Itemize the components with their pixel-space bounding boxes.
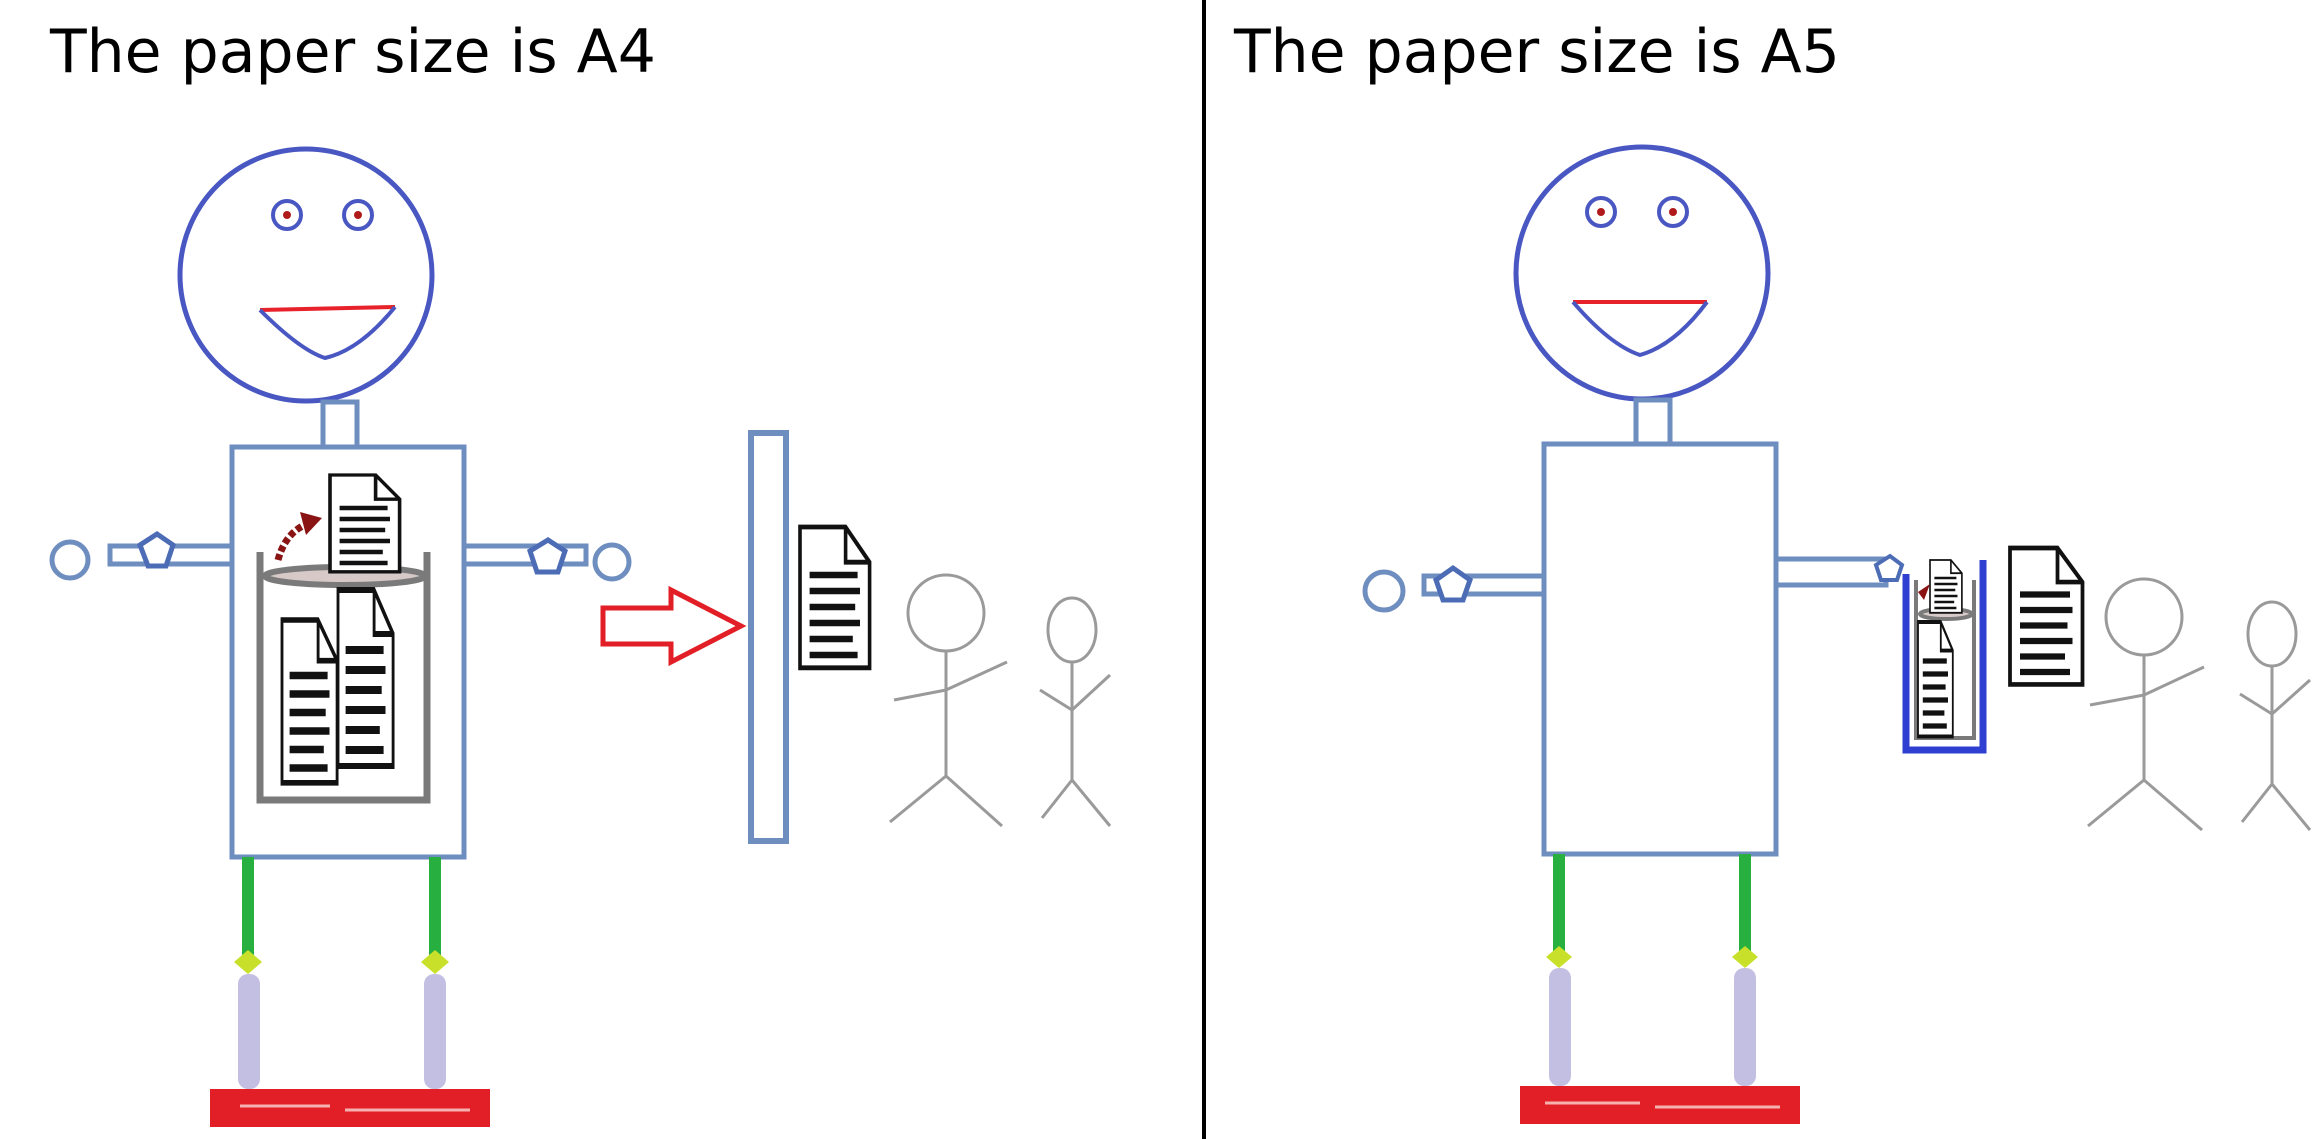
lower-leg — [424, 974, 446, 1089]
internal-paper-tray — [256, 475, 431, 804]
knee-joint — [1732, 946, 1758, 968]
upper-leg — [242, 857, 254, 957]
upper-leg — [1739, 854, 1751, 954]
upper-leg — [429, 857, 441, 957]
eye-icon — [1585, 196, 1617, 228]
person-icon — [2239, 600, 2312, 831]
eye-icon — [342, 199, 374, 231]
document-icon — [800, 527, 870, 668]
document-icon — [338, 590, 393, 766]
panel-a4: The paper size is A4 — [49, 17, 1112, 1127]
document-icon — [282, 620, 337, 783]
panel-a5: The paper size is A5 — [1233, 17, 2312, 1124]
mouth-smile — [1571, 300, 1709, 358]
right-arm — [1773, 553, 1905, 588]
handheld-paper-tray — [1902, 558, 1987, 754]
lower-leg — [1734, 968, 1756, 1086]
feed-arrowhead — [1918, 584, 1930, 600]
base-plate — [210, 1089, 490, 1127]
caption-a5: The paper size is A5 — [1233, 17, 1840, 87]
robot-a5 — [1362, 144, 1987, 1124]
robot-body — [1541, 441, 1779, 857]
person-icon — [889, 573, 1008, 828]
knee-joint — [421, 950, 449, 974]
mouth-top — [259, 305, 396, 312]
document-icon — [1928, 558, 1964, 614]
document-icon — [330, 475, 400, 572]
eye-icon — [271, 199, 303, 231]
knee-joint — [234, 950, 262, 974]
person-icon — [1039, 596, 1112, 827]
document-icon — [1918, 622, 1953, 736]
base-plate — [1520, 1086, 1800, 1124]
robot-head — [177, 146, 435, 404]
caption-a4: The paper size is A4 — [49, 17, 656, 87]
robot-head — [1513, 144, 1771, 402]
right-arm — [461, 537, 632, 582]
left-arm — [1362, 564, 1547, 613]
knee-joint — [1546, 946, 1572, 968]
output-arrow-icon — [600, 585, 747, 667]
robot-neck — [320, 399, 360, 450]
robot-neck — [1633, 397, 1673, 447]
upper-leg — [1553, 854, 1565, 954]
mouth-smile — [258, 305, 397, 361]
robot-a4 — [49, 146, 632, 1127]
output-slot — [748, 430, 789, 844]
lower-leg — [238, 974, 260, 1089]
eye-icon — [1657, 196, 1689, 228]
left-arm — [49, 530, 235, 581]
document-icon — [2010, 548, 2083, 684]
lower-leg — [1549, 968, 1571, 1086]
person-icon — [2087, 577, 2205, 832]
feed-arrowhead — [300, 512, 322, 535]
